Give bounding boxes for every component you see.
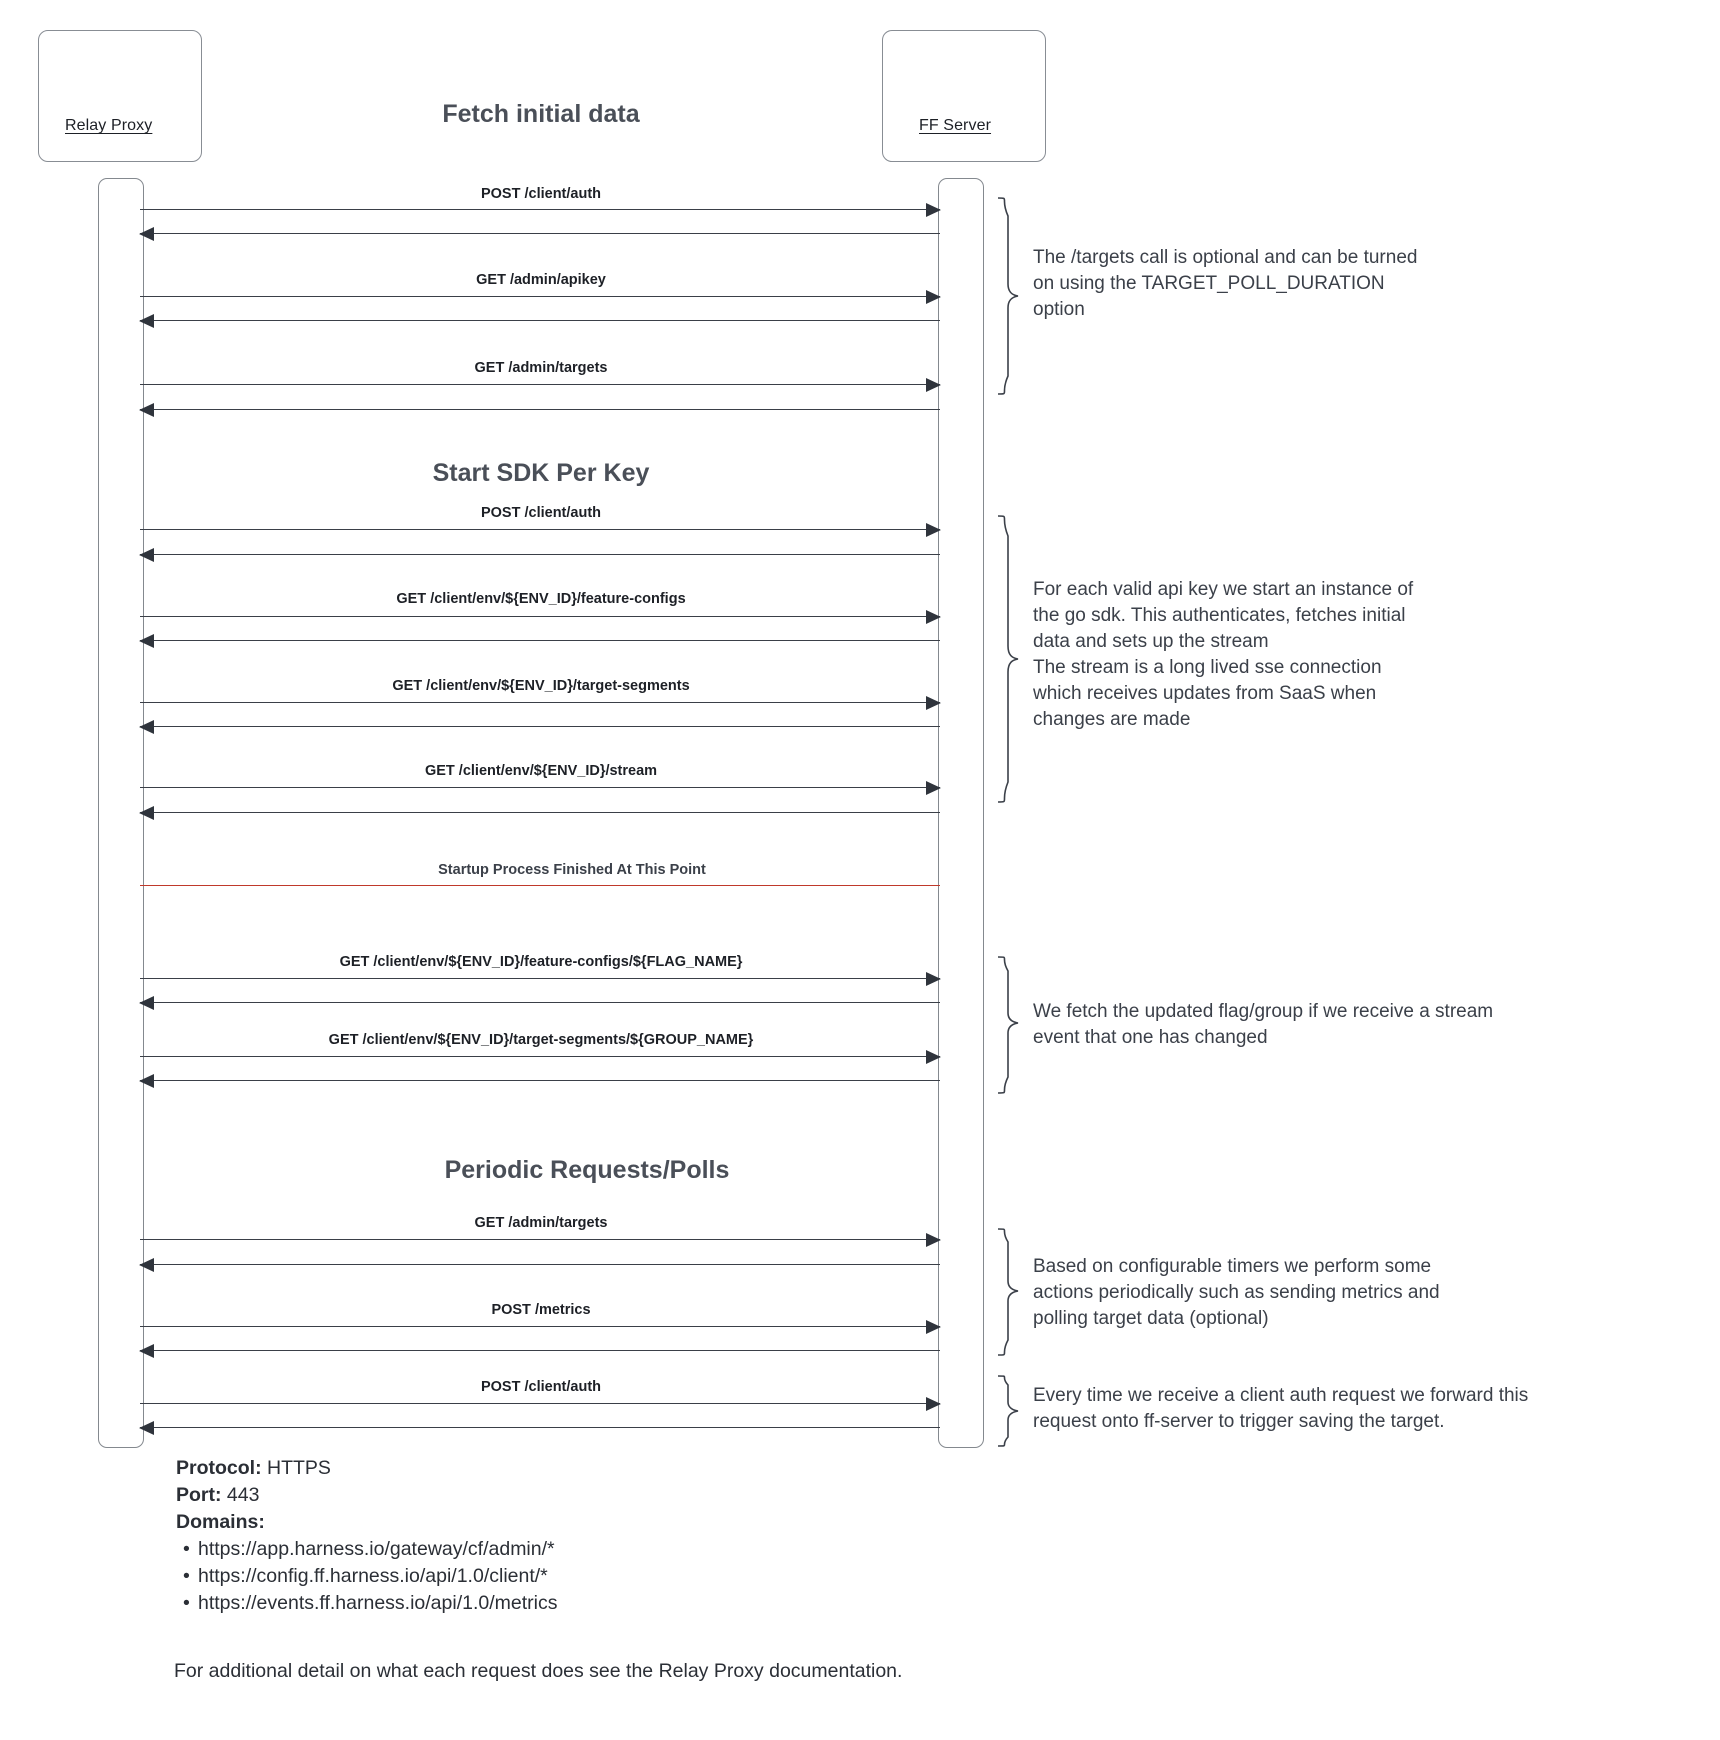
note-text: Every time we receive a client auth requ… [1033, 1385, 1529, 1432]
actor-box-relay-proxy[interactable]: Relay Proxy [38, 30, 202, 162]
message-arrow-request [140, 781, 941, 795]
message-label: GET /client/env/${ENV_ID}/stream [424, 763, 658, 779]
message-arrow-request [140, 523, 941, 537]
message-label: GET /admin/targets [474, 1215, 608, 1231]
domains-list: https://app.harness.io/gateway/cf/admin/… [176, 1536, 876, 1617]
message-arrow-request [140, 610, 941, 624]
note-text: For each valid api key we start an insta… [1033, 579, 1414, 730]
message-arrow-response [139, 548, 940, 562]
message-label: GET /client/env/${ENV_ID}/feature-config… [396, 591, 686, 607]
domains-key: Domains: [176, 1511, 265, 1533]
message-arrow-response [139, 1421, 940, 1435]
list-item: https://app.harness.io/gateway/cf/admin/… [183, 1536, 876, 1563]
message-label: POST /client/auth [480, 505, 602, 521]
actor-label-relay-proxy: Relay Proxy [65, 117, 153, 134]
message-arrow-request [140, 203, 941, 217]
port-value: 443 [226, 1484, 260, 1506]
actor-box-ff-server[interactable]: FF Server [882, 30, 1046, 162]
message-label: GET /admin/targets [474, 360, 608, 376]
note-brace [996, 196, 1020, 396]
message-arrow-response [139, 1074, 940, 1088]
port-key: Port: [176, 1484, 222, 1506]
message-arrow-response [139, 1344, 940, 1358]
note-brace [996, 1227, 1020, 1357]
message-arrow-request [140, 972, 941, 986]
lifeline-relay-proxy [98, 178, 144, 1448]
message-arrow-response [139, 634, 940, 648]
note-brace [996, 514, 1020, 804]
domains-row: Domains: [176, 1509, 876, 1536]
message-label: POST /metrics [491, 1302, 591, 1318]
protocol-value: HTTPS [267, 1457, 331, 1479]
message-arrow-request [140, 1320, 941, 1334]
message-label: POST /client/auth [480, 186, 602, 202]
message-label: GET /client/env/${ENV_ID}/target-segment… [392, 678, 690, 694]
message-arrow-request [140, 378, 941, 392]
protocol-key: Protocol: [176, 1457, 262, 1479]
actor-label-ff-server: FF Server [919, 117, 992, 134]
separator-line [140, 885, 940, 886]
message-arrow-response [139, 720, 940, 734]
message-arrow-request [140, 1233, 941, 1247]
section-title-periodic-requests: Periodic Requests/Polls [444, 1156, 730, 1184]
message-arrow-response [139, 1258, 940, 1272]
message-label: GET /admin/apikey [476, 272, 606, 288]
section-title-fetch-initial-data: Fetch initial data [442, 100, 640, 128]
note-text: Based on configurable timers we perform … [1033, 1256, 1440, 1329]
list-item: https://events.ff.harness.io/api/1.0/met… [183, 1590, 876, 1617]
lifeline-ff-server [938, 178, 984, 1448]
message-arrow-request [140, 696, 941, 710]
note-brace [996, 1374, 1020, 1448]
section-title-start-sdk-per-key: Start SDK Per Key [432, 459, 650, 487]
port-row: Port: 443 [176, 1482, 876, 1509]
note-text: We fetch the updated flag/group if we re… [1033, 1001, 1494, 1048]
message-arrow-response [139, 806, 940, 820]
message-arrow-request [140, 290, 941, 304]
message-arrow-response [139, 314, 940, 328]
list-item: https://config.ff.harness.io/api/1.0/cli… [183, 1563, 876, 1590]
message-arrow-request [140, 1397, 941, 1411]
footnote-text: For additional detail on what each reque… [174, 1660, 903, 1682]
message-arrow-request [140, 1050, 941, 1064]
separator-label: Startup Process Finished At This Point [438, 862, 706, 878]
message-label: GET /client/env/${ENV_ID}/target-segment… [328, 1032, 754, 1048]
connection-info: Protocol: HTTPS Port: 443 Domains: https… [176, 1455, 876, 1617]
protocol-row: Protocol: HTTPS [176, 1455, 876, 1482]
note-text: The /targets call is optional and can be… [1033, 247, 1418, 320]
message-arrow-response [139, 227, 940, 241]
note-brace [996, 955, 1020, 1095]
message-label: GET /client/env/${ENV_ID}/feature-config… [339, 954, 743, 970]
message-arrow-response [139, 996, 940, 1010]
message-label: POST /client/auth [480, 1379, 602, 1395]
message-arrow-response [139, 403, 940, 417]
